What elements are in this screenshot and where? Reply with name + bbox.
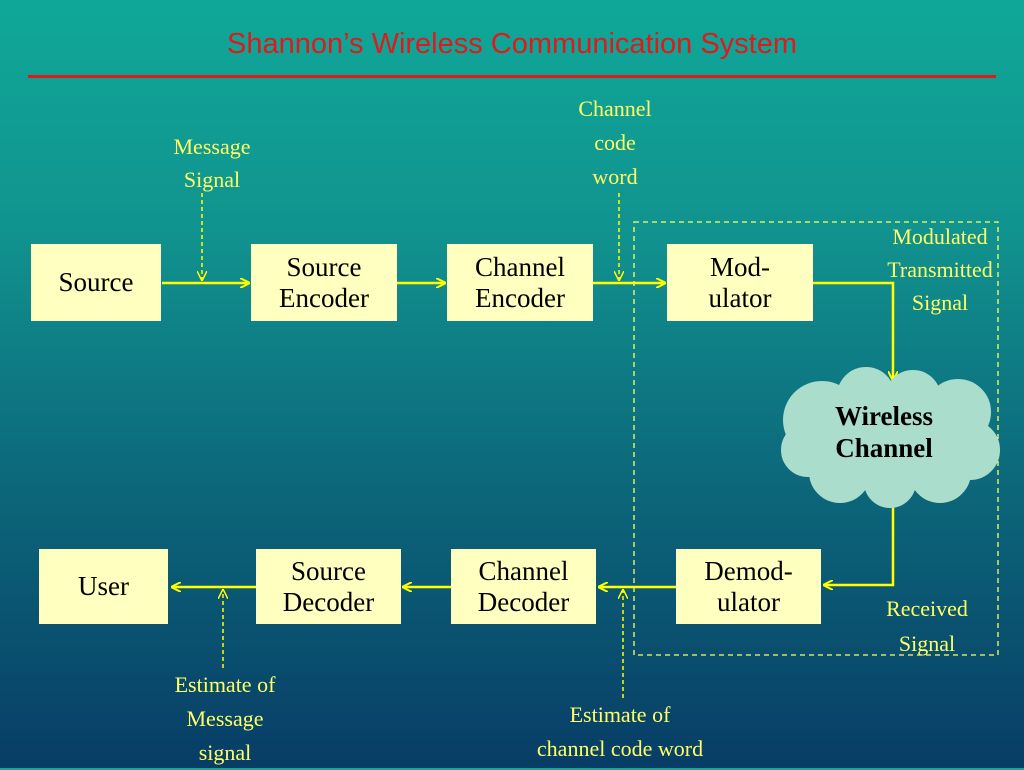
estimate-message-signal-label: Estimate of Message signal	[150, 668, 300, 770]
source-block: Source	[31, 244, 161, 321]
channel-encoder-block: Channel Encoder	[447, 244, 593, 321]
estimate-channel-code-word-line-1: Estimate of	[569, 702, 671, 727]
modulated-signal-line-3: Signal	[911, 290, 969, 315]
user-block: User	[39, 549, 168, 624]
channel-decoder-block: Channel Decoder	[451, 549, 596, 624]
source-encoder-line-2: Encoder	[279, 282, 369, 313]
wireless-channel-line-2: Channel	[835, 433, 933, 463]
message-signal-line-2: Signal	[183, 167, 241, 192]
arrow-modulator-to-wireless-channel	[813, 281, 893, 380]
demodulator-line-1: Demod-	[704, 555, 793, 586]
source-decoder-block: Source Decoder	[256, 549, 401, 624]
estimate-message-signal-line-2: Message	[186, 706, 264, 731]
channel-decoder-line-1: Channel	[478, 555, 569, 586]
channel-encoder-line-1: Channel	[475, 251, 565, 282]
wireless-channel-cloud	[781, 367, 1000, 508]
channel-code-word-line-1: Channel	[578, 96, 652, 121]
channel-encoder-line-2: Encoder	[475, 282, 565, 313]
received-signal-label: Received Signal	[858, 591, 996, 661]
estimate-channel-code-word-label: Estimate of channel code word	[505, 698, 735, 766]
message-signal-label: Message Signal	[142, 130, 282, 196]
modulator-block: Mod- ulator	[667, 244, 813, 321]
title-underline	[28, 75, 996, 78]
estimate-message-signal-line-3: signal	[198, 740, 252, 765]
message-signal-line-1: Message	[173, 134, 251, 159]
estimate-channel-code-word-line-2: channel code word	[536, 736, 704, 761]
channel-boundary-frame	[633, 221, 999, 656]
modulated-signal-label: Modulated Transmitted Signal	[866, 220, 1014, 319]
modulated-signal-line-2: Transmitted	[887, 257, 993, 282]
source-decoder-line-2: Decoder	[282, 586, 375, 617]
source-encoder-line-1: Source	[286, 251, 362, 282]
user-block-label: User	[78, 571, 129, 601]
received-signal-line-1: Received	[886, 596, 968, 621]
arrow-wireless-channel-to-demodulator	[824, 500, 895, 585]
modulator-line-2: ulator	[708, 282, 772, 313]
wireless-channel-label: Wireless Channel	[802, 400, 966, 464]
source-block-label: Source	[58, 267, 134, 297]
modulated-signal-line-1: Modulated	[892, 224, 988, 249]
channel-code-word-line-3: word	[592, 164, 638, 189]
modulator-line-1: Mod-	[710, 251, 770, 282]
page-title: Shannon’s Wireless Communication System	[226, 28, 798, 60]
estimate-message-signal-line-1: Estimate of	[174, 672, 276, 697]
channel-code-word-label: Channel code word	[545, 92, 685, 194]
channel-code-word-line-2: code	[594, 130, 636, 155]
wireless-channel-line-1: Wireless	[835, 401, 933, 431]
source-encoder-block: Source Encoder	[251, 244, 397, 321]
received-signal-line-2: Signal	[898, 631, 956, 656]
demodulator-block: Demod- ulator	[676, 549, 821, 624]
source-decoder-line-1: Source	[291, 555, 366, 586]
channel-decoder-line-2: Decoder	[477, 586, 570, 617]
demodulator-line-2: ulator	[717, 586, 780, 617]
